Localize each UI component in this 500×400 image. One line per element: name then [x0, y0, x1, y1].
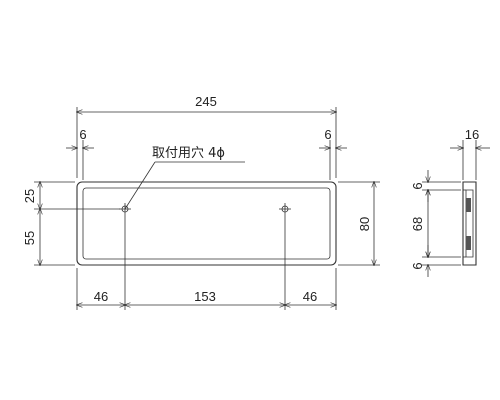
hole-spacing-label: 153 [194, 289, 216, 304]
hole-note-leader [124, 161, 245, 210]
hole-note: 取付用穴 4ϕ [152, 146, 225, 161]
hole-spacing-dimension [77, 215, 336, 310]
total-height-dimension [338, 182, 380, 265]
side-height-dimension [422, 170, 461, 277]
left-edge-label: 6 [79, 127, 86, 142]
plate-outline [76, 181, 337, 266]
right-edge-dimension [319, 140, 347, 180]
overall-width-label: 245 [195, 94, 217, 109]
side-depth-dimension [450, 140, 490, 180]
hole-left-offset-label: 46 [94, 289, 108, 304]
hole-right-offset-label: 46 [303, 289, 317, 304]
total-height-label: 80 [357, 217, 372, 231]
side-depth-label: 16 [465, 127, 479, 142]
side-profile [462, 181, 477, 266]
height-top-label: 25 [22, 189, 37, 203]
mounting-hole-right [279, 203, 291, 215]
side-view: 16 6 68 6 [410, 127, 490, 277]
left-edge-dimension [66, 140, 94, 180]
side-middle-label: 68 [410, 217, 425, 231]
left-height-dimension [34, 182, 120, 265]
height-bottom-label: 55 [22, 231, 37, 245]
right-edge-label: 6 [324, 127, 331, 142]
side-bottom-lip-label: 6 [410, 262, 425, 269]
front-view: 取付用穴 4ϕ 245 6 6 25 55 [22, 94, 380, 310]
side-top-lip-label: 6 [410, 182, 425, 189]
plate-inner-frame [82, 187, 331, 260]
overall-width-dimension [77, 107, 336, 178]
